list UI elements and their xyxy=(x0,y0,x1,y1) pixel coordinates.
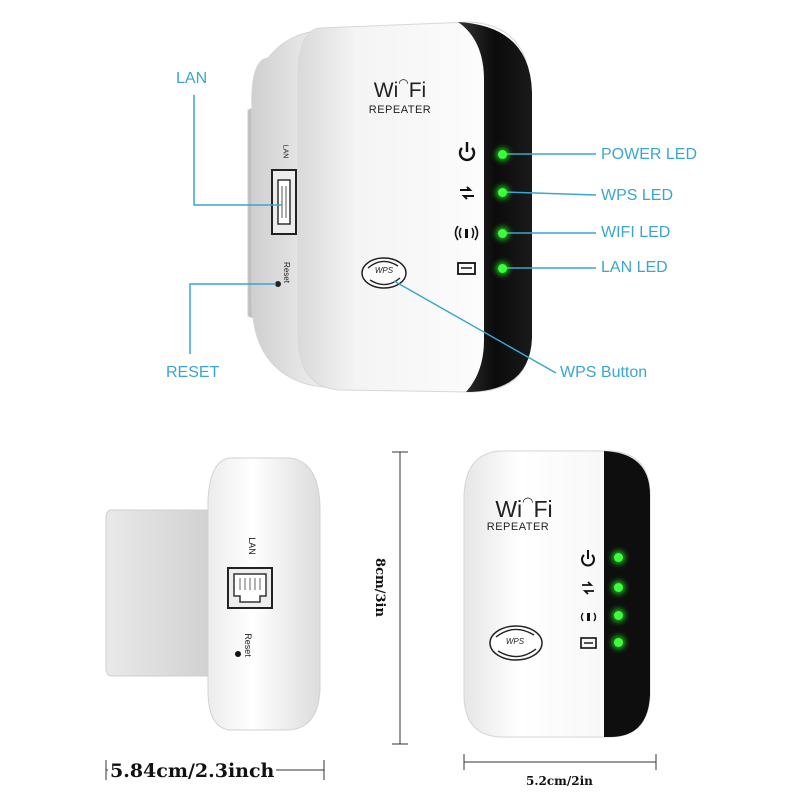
wifi-signal-icon xyxy=(454,225,479,241)
callout-power-led: POWER LED xyxy=(601,146,698,163)
front-model-label: REPEATER xyxy=(486,521,550,533)
power-led xyxy=(498,150,507,159)
front-power-icon xyxy=(581,550,595,567)
height-dimension-label: 8cm/3in xyxy=(371,556,387,619)
lan-port xyxy=(271,169,297,235)
front-lan-port-icon xyxy=(580,637,597,649)
callout-lan-led: LAN LED xyxy=(601,259,668,276)
width-dimension-line xyxy=(463,754,657,770)
callout-lines xyxy=(189,95,597,374)
top-reset-label: Reset xyxy=(281,262,291,283)
callout-wps-led: WPS LED xyxy=(601,187,674,204)
front-lan-led xyxy=(614,638,623,647)
width-dimension-label: 5.2cm/2in xyxy=(526,774,593,788)
lan-port-icon xyxy=(457,262,476,275)
reset-hole[interactable] xyxy=(275,281,281,287)
top-wps-badge: WPS xyxy=(374,266,394,275)
brand-wi: Wi xyxy=(373,79,399,102)
wps-sync-icon xyxy=(460,186,474,200)
front-wps-led xyxy=(614,583,623,592)
wifi-signal-logo-icon: ◠ xyxy=(398,76,409,90)
front-wifi-led xyxy=(614,611,623,620)
front-wps-badge: WPS xyxy=(505,637,525,646)
front-wifi-signal-icon xyxy=(580,612,597,622)
callout-wps-button: WPS Button xyxy=(560,364,648,381)
side-view-illustration xyxy=(105,457,321,731)
wps-led xyxy=(498,188,507,197)
front-wps-button[interactable] xyxy=(489,625,543,661)
wps-button[interactable] xyxy=(361,257,407,289)
front-brand-fi: Fi xyxy=(533,496,553,522)
side-lan-port xyxy=(227,567,273,609)
callout-lan: LAN xyxy=(176,70,208,87)
depth-dimension-label: 5.84cm/2.3inch xyxy=(108,760,277,782)
top-model-label: REPEATER xyxy=(368,104,432,116)
front-wps-sync-icon xyxy=(582,581,594,595)
side-reset-hole[interactable] xyxy=(235,651,241,657)
front-power-led xyxy=(614,553,623,562)
side-port-label: LAN xyxy=(246,537,257,555)
front-wifi-signal-logo-icon: ◠ xyxy=(522,494,534,509)
callout-reset: RESET xyxy=(166,364,220,381)
side-reset-label: Reset xyxy=(242,633,253,657)
top-port-label: LAN xyxy=(281,144,289,159)
top-brand-logo: Wi◠Fi xyxy=(360,76,440,103)
height-dimension-line xyxy=(392,451,408,745)
lan-led xyxy=(498,264,507,273)
top-device-illustration xyxy=(189,21,597,393)
power-icon xyxy=(458,142,476,162)
front-brand-wi: Wi xyxy=(495,496,523,522)
brand-fi: Fi xyxy=(408,79,427,102)
device-front xyxy=(297,21,532,393)
callout-wifi-led: WIFI LED xyxy=(601,224,671,241)
wifi-led xyxy=(498,229,507,238)
front-view-illustration xyxy=(463,450,651,738)
front-brand-logo: Wi◠Fi xyxy=(478,494,570,523)
